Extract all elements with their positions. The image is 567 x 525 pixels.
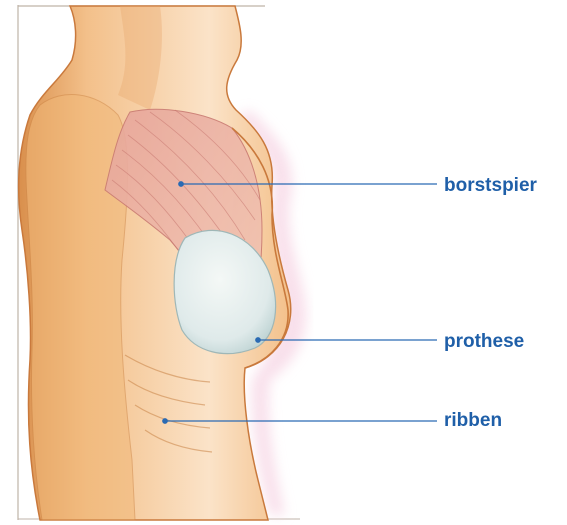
leader-dot-borstspier — [179, 182, 183, 186]
leader-dot-prothese — [256, 338, 260, 342]
leader-dot-ribben — [163, 419, 167, 423]
label-ribben: ribben — [444, 410, 502, 432]
label-borstspier: borstspier — [444, 175, 537, 197]
label-prothese: prothese — [444, 331, 524, 353]
